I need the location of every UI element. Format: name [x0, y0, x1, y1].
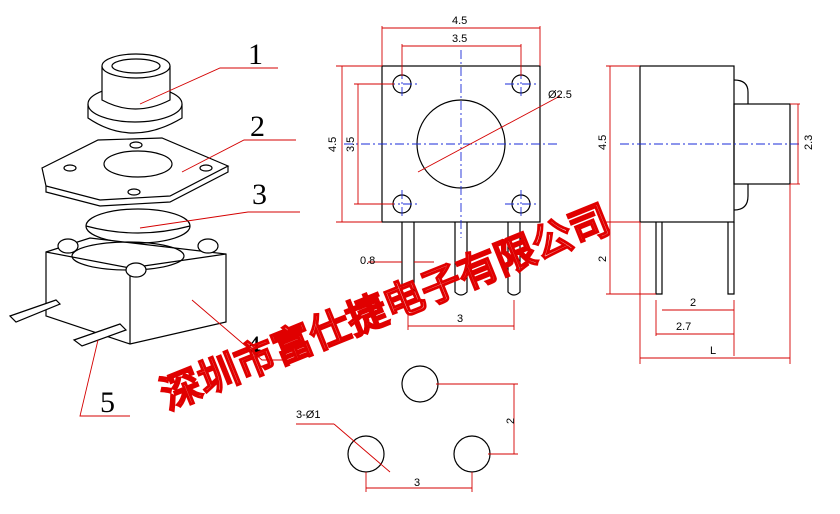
- dim-total-length: L: [710, 345, 716, 357]
- callout-leaders: [79, 67, 300, 417]
- part-3-dome: [85, 208, 191, 244]
- callout-2: 2: [250, 110, 265, 143]
- dim-side-27: 2.7: [676, 321, 691, 333]
- dim-top-holes: 3.5: [452, 33, 467, 45]
- dim-pin-width: 0.8: [360, 255, 375, 267]
- dim-side-2: 2: [690, 297, 696, 309]
- pcb-footprint: 3-Ø1 2 3: [296, 365, 518, 492]
- dim-fp-vertical: 2: [505, 418, 517, 424]
- dim-actuator: 2.3: [803, 135, 815, 150]
- callout-4: 4: [246, 330, 261, 363]
- dim-pin-pitch: 3: [457, 313, 463, 325]
- part-1-actuator: [87, 53, 183, 134]
- part-2-plate: [41, 137, 230, 207]
- dim-pin-length: 2: [597, 256, 609, 262]
- part-5-terminals: [8, 299, 128, 347]
- callout-5: 5: [100, 386, 115, 419]
- dim-top-hole-height: 3.5: [345, 137, 357, 152]
- dim-top-width: 4.5: [452, 15, 467, 27]
- side-view: 4.5 2.3 2 2 2.7 L: [597, 65, 815, 364]
- dim-fp-horizontal: 3: [414, 477, 420, 489]
- dim-top-height: 4.5: [327, 137, 339, 152]
- dim-button-diameter: Ø2.5: [548, 89, 572, 101]
- dim-side-height: 4.5: [597, 135, 609, 150]
- top-view: 4.5 3.5 4.5 3.5 Ø2.5 0.8 3: [327, 15, 572, 330]
- callout-1: 1: [248, 38, 263, 71]
- part-4-housing: [45, 237, 227, 345]
- callout-3: 3: [252, 178, 267, 211]
- dim-hole: 3-Ø1: [296, 409, 320, 421]
- exploded-view: 1 2 3 4 5: [8, 38, 300, 419]
